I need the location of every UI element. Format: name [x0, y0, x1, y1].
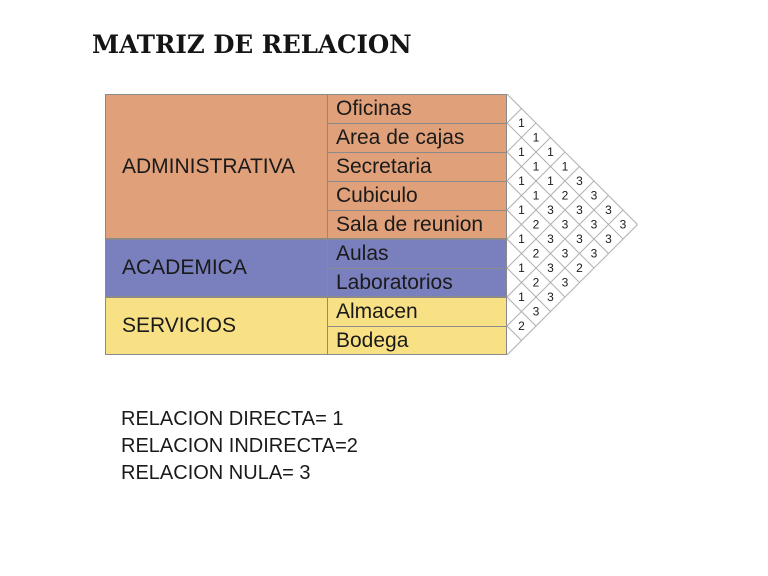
matrix-cell-value: 3: [576, 203, 583, 217]
legend-indirecta: RELACION INDIRECTA=2: [121, 435, 358, 457]
matrix-cell-value: 2: [533, 276, 540, 290]
group-administrativa: ADMINISTRATIVA Oficinas Area de cajas Se…: [105, 94, 507, 239]
matrix-cell-value: 3: [620, 218, 627, 232]
matrix-cell-value: 1: [518, 232, 525, 246]
item-secretaria: Secretaria: [328, 153, 507, 182]
legend-nula: RELACION NULA= 3: [121, 462, 311, 484]
matrix-cell-value: 2: [533, 218, 540, 232]
matrix-cell-value: 1: [518, 290, 525, 304]
grid-line: [506, 267, 551, 312]
item-almacen: Almacen: [328, 298, 507, 327]
item-aulas: Aulas: [328, 240, 507, 269]
matrix-cell-value: 3: [576, 232, 583, 246]
matrix-cell-value: 2: [533, 247, 540, 261]
group-label-servicios: SERVICIOS: [106, 298, 328, 354]
matrix-cell-value: 1: [547, 174, 554, 188]
matrix-cell-value: 1: [562, 160, 569, 174]
matrix-cell-value: 3: [533, 305, 540, 319]
matrix-cell-value: 3: [547, 232, 554, 246]
matrix-cell-value: 3: [591, 247, 598, 261]
legend: RELACION DIRECTA= 1 RELACION INDIRECTA=2…: [121, 406, 358, 487]
item-sala-de-reunion: Sala de reunion: [336, 213, 484, 236]
matrix-cell-value: 3: [562, 276, 569, 290]
matrix-cell-value: 1: [518, 116, 525, 130]
group-servicios: SERVICIOS Almacen Bodega: [105, 297, 507, 355]
page-title: MATRIZ DE RELACION: [92, 30, 412, 59]
grid-line: [506, 151, 609, 254]
grid-line: [506, 195, 609, 298]
grid-line: [506, 180, 595, 269]
matrix-cell-value: 3: [547, 261, 554, 275]
item-oficinas: Oficinas: [328, 95, 507, 124]
item-bodega: Bodega: [336, 329, 409, 352]
matrix-cell-value: 1: [533, 160, 540, 174]
legend-directa: RELACION DIRECTA= 1: [121, 408, 344, 430]
grid-line: [506, 325, 522, 341]
matrix-cell-value: 3: [591, 189, 598, 203]
matrix-cell-value: 1: [518, 261, 525, 275]
matrix-cell-value: 3: [562, 247, 569, 261]
grid-line: [506, 151, 566, 211]
matrix-cell-value: 3: [576, 174, 583, 188]
matrix-cell-value: 3: [591, 218, 598, 232]
matrix-cell-value: 1: [533, 189, 540, 203]
matrix-cell-value: 1: [518, 145, 525, 159]
matrix-cell-value: 1: [518, 174, 525, 188]
matrix-cell-value: 3: [562, 218, 569, 232]
grid-line: [506, 122, 537, 153]
grid-line: [506, 209, 624, 327]
matrix-cell-value: 1: [533, 131, 540, 145]
matrix-cell-value: 2: [562, 189, 569, 203]
matrix-cell-value: 1: [518, 203, 525, 217]
matrix-cell-value: 3: [547, 203, 554, 217]
grid-line: [506, 137, 551, 182]
item-area-de-cajas: Area de cajas: [328, 124, 507, 153]
item-laboratorios: Laboratorios: [336, 271, 453, 294]
matrix-cell-value: 2: [576, 261, 583, 275]
matrix-cell-value: 3: [547, 290, 554, 304]
matrix-cell-value: 3: [605, 232, 612, 246]
grid-line: [506, 108, 522, 124]
grid-line: [506, 209, 580, 283]
grid-line: [506, 93, 638, 225]
matrix-cell-value: 3: [605, 203, 612, 217]
matrix-cell-value: 2: [518, 319, 525, 333]
grid-line: [506, 166, 580, 240]
group-academica: ACADEMICA Aulas Laboratorios: [105, 239, 507, 297]
matrix-cell-value: 1: [547, 145, 554, 159]
group-label-academica: ACADEMICA: [106, 240, 328, 296]
group-label-administrativa: ADMINISTRATIVA: [106, 95, 328, 238]
grid-line: [506, 224, 638, 356]
item-cubiculo: Cubiculo: [328, 182, 507, 211]
